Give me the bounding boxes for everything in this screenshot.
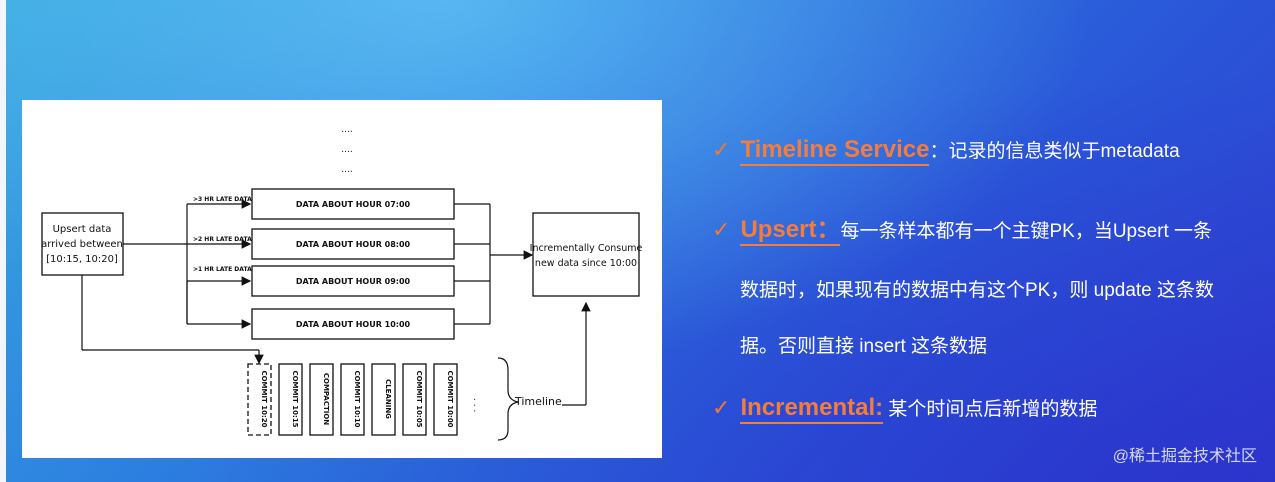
upsert-desc-line-1: 每一条样本都有一个主键PK，当Upsert 一条 — [840, 221, 1213, 242]
late-label-3hr: >3 HR LATE DATA — [193, 196, 252, 203]
source-line-3: [10:15, 10:20] — [46, 254, 118, 265]
late-label-1hr: >1 HR LATE DATA — [193, 266, 252, 273]
commit-box-1005 — [402, 363, 427, 436]
data-box-0900-label: DATA ABOUT HOUR 09:00 — [296, 277, 411, 286]
top-dots-3: .... — [341, 165, 352, 175]
source-box — [41, 212, 124, 276]
keyword-incremental: Incremental: — [740, 394, 884, 424]
commit-label-1005: COMMIT 10:05 — [415, 370, 423, 427]
check-icon: ✓ — [712, 137, 731, 162]
late-label-2hr: >2 HR LATE DATA — [193, 236, 252, 243]
bullet-timeline-service: ✓ Timeline Service：记录的信息类似于metadata — [712, 136, 1180, 166]
upsert-desc-line-2: 数据时，如果现有的数据中有这个PK，则 update 这条数 — [740, 280, 1215, 301]
check-icon: ✓ — [712, 395, 731, 420]
commit-dots: . . . — [471, 398, 481, 412]
commit-label-cleaning: CLEANING — [384, 379, 392, 419]
commit-box-compaction — [309, 363, 334, 436]
data-box-0700-label: DATA ABOUT HOUR 07:00 — [296, 200, 411, 209]
commit-label-1020: COMMIT 10:20 — [260, 370, 268, 427]
bullet-upsert: ✓ Upsert：每一条样本都有一个主键PK，当Upsert 一条 — [712, 209, 1213, 246]
hudi-timeline-diagram: .... .... .... Upsert data arrived betwe… — [22, 100, 662, 458]
source-line-2: arrived between — [41, 239, 123, 250]
incremental-desc: 某个时间点后新增的数据 — [883, 399, 1098, 420]
left-edge-strip — [0, 0, 6, 482]
data-box-1000 — [251, 308, 455, 340]
data-box-0800 — [251, 228, 455, 260]
consume-line-1: Incrementally Consume — [530, 243, 643, 254]
commit-box-1020 — [247, 363, 272, 436]
source-line-1: Upsert data — [53, 224, 112, 235]
data-box-0900 — [251, 265, 455, 297]
upsert-desc-line-3: 据。否则直接 insert 这条数据 — [740, 336, 988, 357]
bullet-incremental: ✓ Incremental: 某个时间点后新增的数据 — [712, 394, 1098, 424]
timeline-label: Timeline — [514, 395, 562, 408]
data-box-0800-label: DATA ABOUT HOUR 08:00 — [296, 240, 411, 249]
data-box-0700 — [251, 188, 455, 220]
check-icon: ✓ — [712, 217, 731, 242]
consume-box — [532, 212, 640, 297]
top-dots-2: .... — [341, 145, 352, 155]
diagram-svg: .... .... .... Upsert data arrived betwe… — [41, 125, 643, 441]
commit-label-1015: COMMIT 10:15 — [291, 370, 299, 427]
data-box-1000-label: DATA ABOUT HOUR 10:00 — [296, 320, 411, 329]
watermark-text: @稀土掘金技术社区 — [1112, 448, 1257, 465]
commit-box-1010 — [340, 363, 365, 436]
commit-label-1010: COMMIT 10:10 — [353, 370, 361, 427]
commit-label-1000: COMMIT 10:00 — [446, 370, 454, 427]
keyword-timeline-service: Timeline Service — [740, 136, 930, 166]
keyword-upsert: Upsert： — [740, 216, 841, 246]
timeline-service-desc: ：记录的信息类似于metadata — [929, 141, 1180, 162]
consume-line-2: new data since 10:00 — [535, 258, 637, 269]
commit-box-cleaning — [371, 363, 396, 436]
commit-label-compaction: COMPACTION — [322, 373, 330, 425]
commit-box-1000 — [433, 363, 458, 436]
top-dots-1: .... — [341, 125, 352, 135]
commit-box-1015 — [278, 363, 303, 436]
